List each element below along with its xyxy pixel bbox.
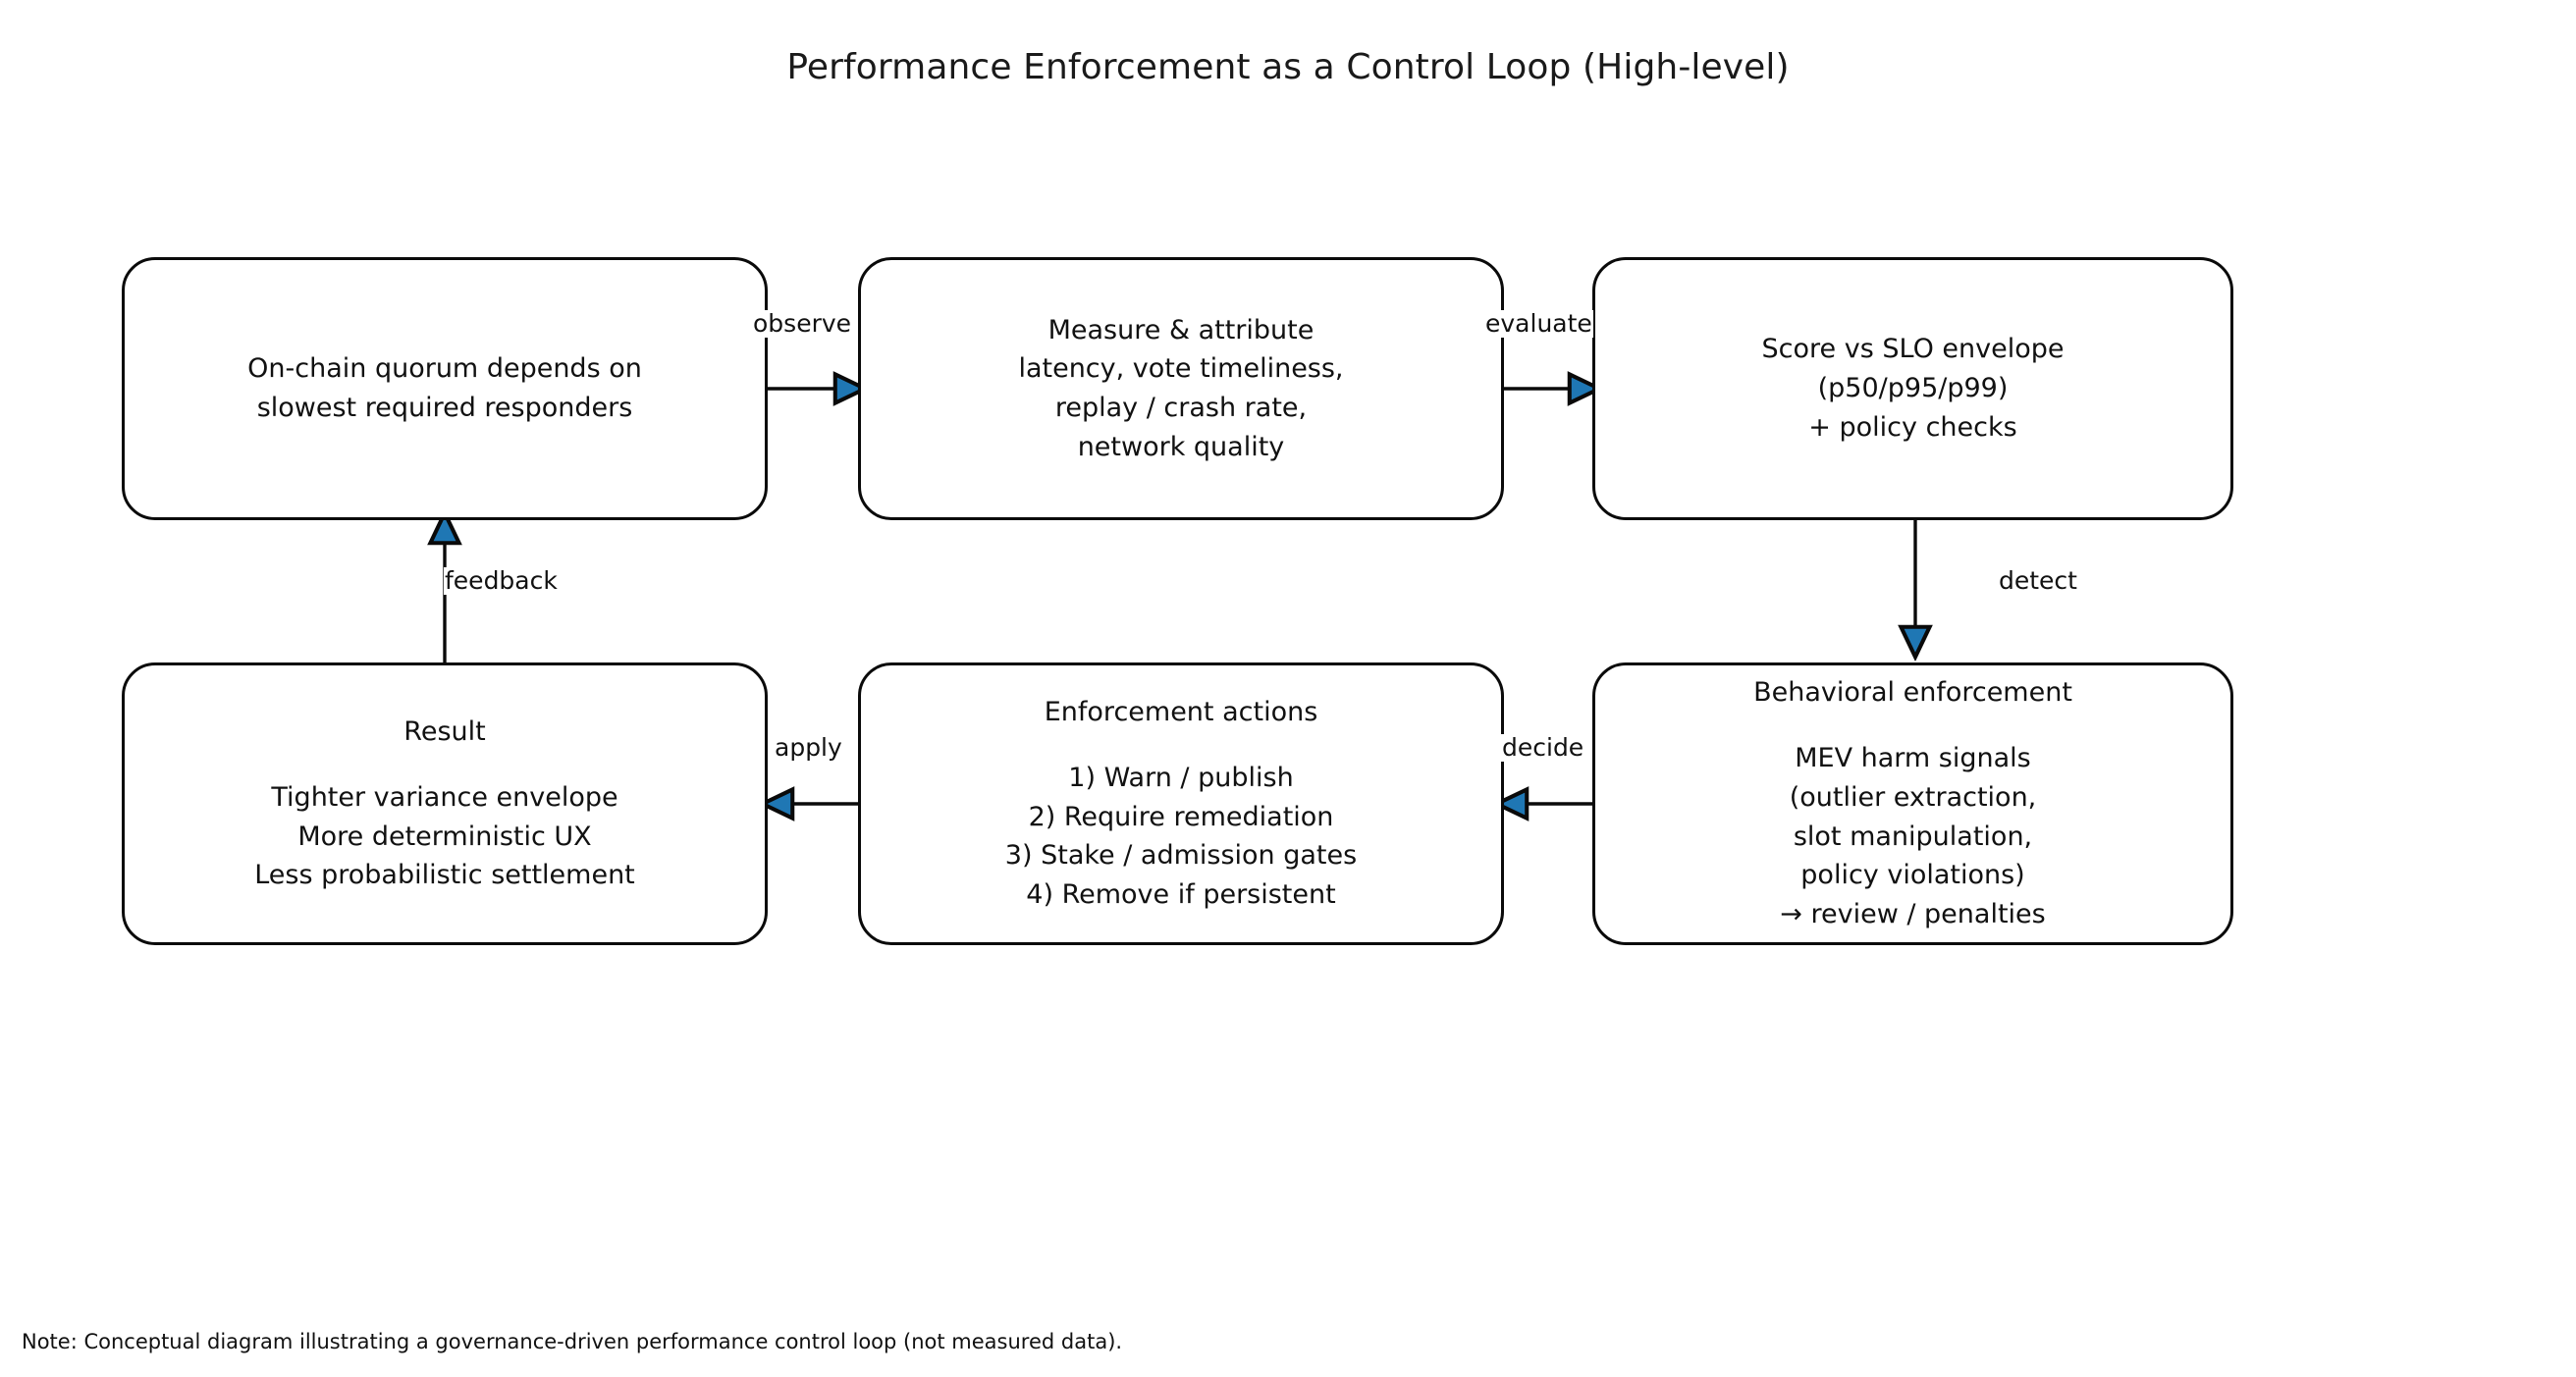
- node-measure-attribute[interactable]: Measure & attribute latency, vote timeli…: [858, 257, 1504, 520]
- node-behavioral-enforcement[interactable]: Behavioral enforcement MEV harm signals …: [1592, 662, 2233, 945]
- node-result-heading: Result: [403, 716, 486, 748]
- node-quorum-body: On-chain quorum depends on slowest requi…: [247, 353, 642, 423]
- node-actions-heading: Enforcement actions: [1044, 697, 1318, 728]
- edge-label-observe: observe: [752, 309, 853, 338]
- edge-label-feedback: feedback: [444, 566, 559, 595]
- node-score-body: Score vs SLO envelope (p50/p95/p99) + po…: [1761, 334, 2065, 443]
- node-behavioral-body: MEV harm signals (outlier extraction, sl…: [1780, 743, 2046, 929]
- edge-label-evaluate: evaluate: [1484, 309, 1593, 338]
- edge-label-apply: apply: [774, 733, 843, 762]
- node-measure-body: Measure & attribute latency, vote timeli…: [1018, 314, 1344, 462]
- edge-label-decide: decide: [1501, 733, 1585, 762]
- page-title: Performance Enforcement as a Control Loo…: [786, 47, 1790, 87]
- edge-label-detect: detect: [1999, 566, 2077, 595]
- node-result[interactable]: Result Tighter variance envelope More de…: [122, 662, 768, 945]
- node-result-body: Tighter variance envelope More determini…: [254, 781, 635, 891]
- node-behavioral-heading: Behavioral enforcement: [1753, 677, 2072, 709]
- footer-note: Note: Conceptual diagram illustrating a …: [22, 1330, 1123, 1353]
- node-enforcement-actions[interactable]: Enforcement actions 1) Warn / publish 2)…: [858, 662, 1504, 945]
- node-score-vs-slo[interactable]: Score vs SLO envelope (p50/p95/p99) + po…: [1592, 257, 2233, 520]
- node-on-chain-quorum[interactable]: On-chain quorum depends on slowest requi…: [122, 257, 768, 520]
- node-actions-body: 1) Warn / publish 2) Require remediation…: [1004, 762, 1358, 911]
